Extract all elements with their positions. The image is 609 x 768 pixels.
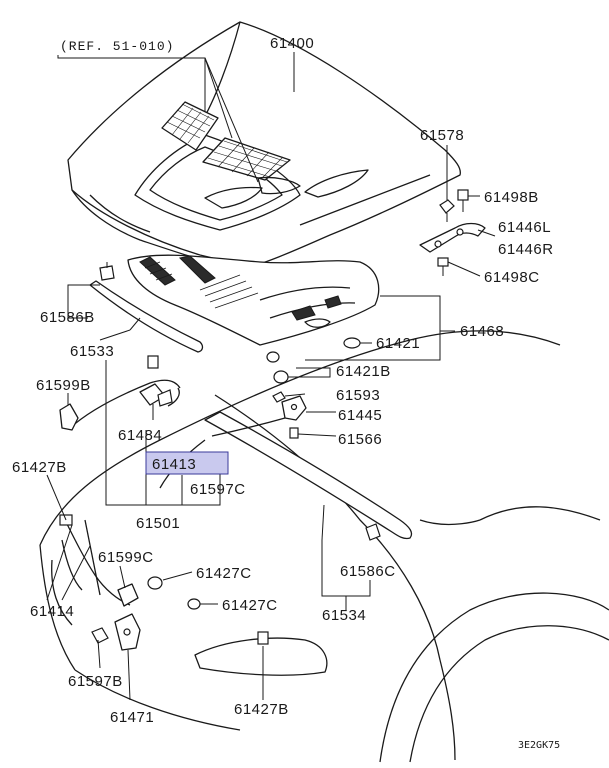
label-61533[interactable]: 61533 bbox=[70, 343, 114, 360]
label-61468[interactable]: 61468 bbox=[460, 323, 504, 340]
label-61445[interactable]: 61445 bbox=[338, 407, 382, 424]
vehicle-body-outline bbox=[39, 330, 609, 763]
label-61597C[interactable]: 61597C bbox=[190, 481, 246, 498]
hood-panel bbox=[67, 21, 461, 271]
leader-lines bbox=[46, 52, 496, 701]
label-61566[interactable]: 61566 bbox=[338, 431, 382, 448]
label-61421[interactable]: 61421 bbox=[376, 335, 420, 352]
hood-latch-61471 bbox=[114, 613, 141, 651]
clip-61599C bbox=[117, 583, 139, 607]
label-61586B[interactable]: 61586B bbox=[40, 309, 95, 326]
label-61413[interactable]: 61413 bbox=[152, 456, 196, 473]
clip-61578 bbox=[439, 199, 455, 222]
label-61400[interactable]: 61400 bbox=[270, 35, 314, 52]
striker-61445 bbox=[281, 395, 307, 421]
label-61586C[interactable]: 61586C bbox=[340, 563, 396, 580]
label-61427B-top[interactable]: 61427B bbox=[12, 459, 67, 476]
bolt-61498C bbox=[437, 257, 449, 276]
bumper-61586B bbox=[99, 262, 115, 281]
cowl-seal-61534 bbox=[204, 411, 413, 540]
label-61498B[interactable]: 61498B bbox=[484, 189, 539, 206]
hood-insulator bbox=[127, 254, 380, 346]
reference-note: (REF. 51-010) bbox=[60, 39, 174, 54]
plug-61427C-a bbox=[147, 576, 163, 590]
plug-61427C-b bbox=[187, 598, 201, 610]
clip-61593 bbox=[272, 391, 286, 403]
label-61597B[interactable]: 61597B bbox=[68, 673, 123, 690]
plug-61421B bbox=[266, 351, 289, 384]
label-61501[interactable]: 61501 bbox=[136, 515, 180, 532]
label-61599C[interactable]: 61599C bbox=[98, 549, 154, 566]
label-61427B-bottom[interactable]: 61427B bbox=[234, 701, 289, 718]
hood-hinge-61446 bbox=[419, 222, 486, 253]
diagram-code: 3E2GK75 bbox=[518, 740, 560, 751]
label-61484[interactable]: 61484 bbox=[118, 427, 162, 444]
label-61446R[interactable]: 61446R bbox=[498, 241, 554, 258]
label-61593[interactable]: 61593 bbox=[336, 387, 380, 404]
label-61421B[interactable]: 61421B bbox=[336, 363, 391, 380]
highlight-61413 bbox=[145, 451, 229, 475]
clip-61597B bbox=[91, 627, 109, 644]
screw-61498B bbox=[457, 189, 469, 212]
clip-61599B bbox=[59, 403, 79, 431]
label-61498C[interactable]: 61498C bbox=[484, 269, 540, 286]
screw-61566 bbox=[289, 427, 299, 439]
bumper-61586C bbox=[365, 523, 381, 541]
hood-release-cable bbox=[64, 379, 303, 606]
hood-stay-61484 bbox=[139, 355, 173, 407]
front-seal-61533 bbox=[89, 280, 204, 353]
label-61578[interactable]: 61578 bbox=[420, 127, 464, 144]
plug-61421 bbox=[343, 337, 361, 349]
label-61446L[interactable]: 61446L bbox=[498, 219, 551, 236]
label-61414[interactable]: 61414 bbox=[30, 603, 74, 620]
plug-61427B-lower bbox=[257, 631, 269, 645]
label-61471[interactable]: 61471 bbox=[110, 709, 154, 726]
label-61599B[interactable]: 61599B bbox=[36, 377, 91, 394]
label-61427C-b[interactable]: 61427C bbox=[222, 597, 278, 614]
label-61534[interactable]: 61534 bbox=[322, 607, 366, 624]
label-61427C-a[interactable]: 61427C bbox=[196, 565, 252, 582]
